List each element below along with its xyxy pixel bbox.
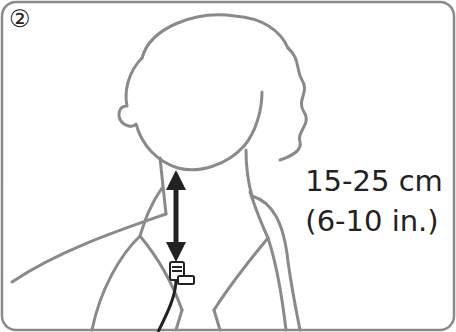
panel-frame — [2, 2, 454, 330]
person-outline — [12, 15, 306, 330]
lavalier-microphone — [158, 262, 194, 332]
callout-number: ② — [9, 6, 31, 32]
distance-arrow — [174, 180, 179, 252]
dimension-label: (6-10 in.) — [305, 206, 438, 238]
dimension-label: 15-25 cm — [305, 166, 443, 198]
